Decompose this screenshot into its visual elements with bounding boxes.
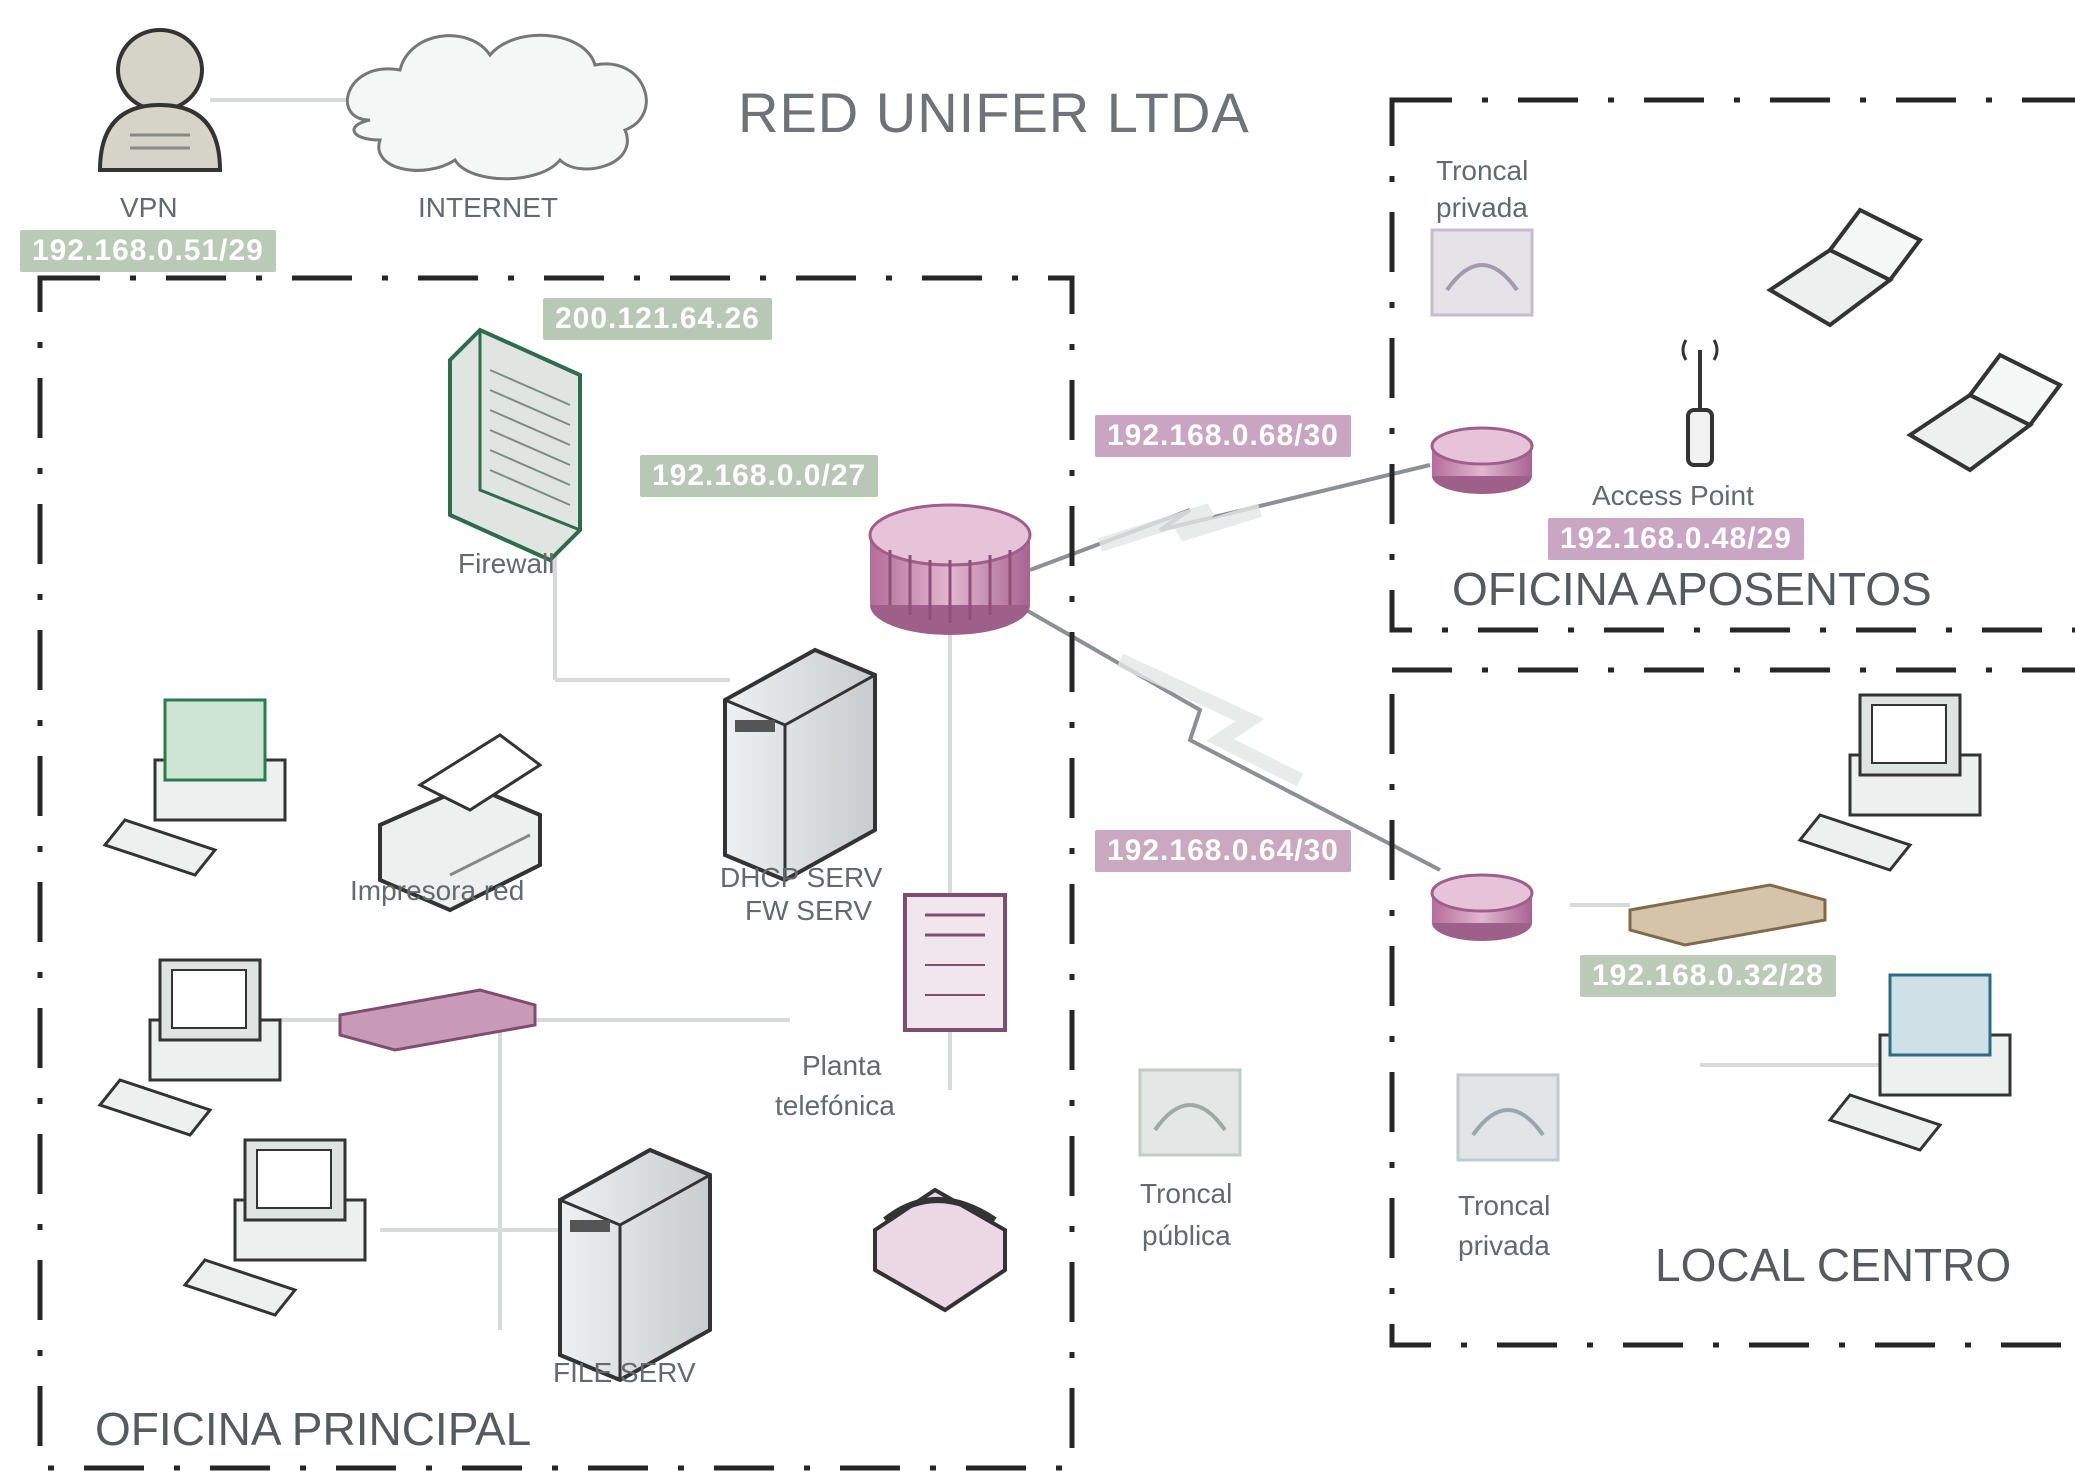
cloud-icon	[347, 35, 646, 178]
trunk-private-bottom-label-line1: Troncal	[1458, 1190, 1550, 1222]
switch-principal-icon	[340, 990, 535, 1050]
firewall-icon	[450, 330, 580, 560]
router-main-icon	[870, 505, 1030, 635]
ip-badge-wan-centro: 192.168.0.64/30	[1095, 830, 1351, 872]
switch-centro-icon	[1630, 885, 1825, 945]
internet-label: INTERNET	[418, 192, 558, 224]
vpn-label: VPN	[120, 192, 178, 224]
server-dhcp-icon	[725, 650, 875, 880]
computer-1-icon	[105, 700, 285, 875]
computer-4-icon	[1800, 695, 1980, 870]
trunk-public-icon	[1140, 1070, 1240, 1155]
server-file-icon	[560, 1150, 710, 1380]
firewall-label: Firewall	[458, 548, 554, 580]
printer-label: Impresora red	[350, 875, 524, 907]
ip-badge-wan-aposentos: 192.168.0.68/30	[1095, 415, 1351, 457]
laptop-1-icon	[1770, 210, 1920, 325]
ip-badge-vpn: 192.168.0.51/29	[20, 230, 276, 272]
trunk-private-bottom-icon	[1458, 1075, 1558, 1160]
zone-label-principal: OFICINA PRINCIPAL	[95, 1402, 531, 1456]
router-aposentos-icon	[1432, 428, 1532, 494]
trunk-public-label-line1: Troncal	[1140, 1178, 1232, 1210]
pbx-label-line2: telefónica	[775, 1090, 895, 1122]
ip-badge-public: 200.121.64.26	[543, 298, 772, 340]
trunk-public-label-line2: pública	[1142, 1220, 1231, 1252]
pbx-icon	[905, 895, 1005, 1030]
computer-5-icon	[1830, 975, 2010, 1150]
diagram-title: RED UNIFER LTDA	[738, 80, 1250, 145]
ip-badge-lan-aposentos: 192.168.0.48/29	[1548, 518, 1804, 560]
router-centro-icon	[1432, 875, 1532, 941]
telephone-icon	[875, 1190, 1005, 1310]
ip-badge-lan-principal: 192.168.0.0/27	[640, 455, 878, 497]
ip-badge-lan-centro: 192.168.0.32/28	[1580, 955, 1836, 997]
pbx-label-line1: Planta	[802, 1050, 881, 1082]
dhcp-label: DHCP SERV	[720, 862, 882, 894]
trunk-private-top-label-line1: Troncal	[1436, 155, 1528, 187]
computer-3-icon	[185, 1140, 365, 1315]
fw-serv-label: FW SERV	[745, 895, 872, 927]
file-serv-label: FILE SERV	[553, 1357, 696, 1389]
access-point-icon	[1683, 340, 1717, 465]
trunk-private-top-label-line2: privada	[1436, 192, 1528, 224]
user-icon	[100, 30, 220, 170]
computer-2-icon	[100, 960, 280, 1135]
laptop-2-icon	[1910, 355, 2060, 470]
zone-label-aposentos: OFICINA APOSENTOS	[1452, 562, 1932, 616]
zone-label-centro: LOCAL CENTRO	[1655, 1238, 2011, 1292]
trunk-private-top-icon	[1432, 230, 1532, 315]
access-point-label: Access Point	[1592, 480, 1754, 512]
trunk-private-bottom-label-line2: privada	[1458, 1230, 1550, 1262]
